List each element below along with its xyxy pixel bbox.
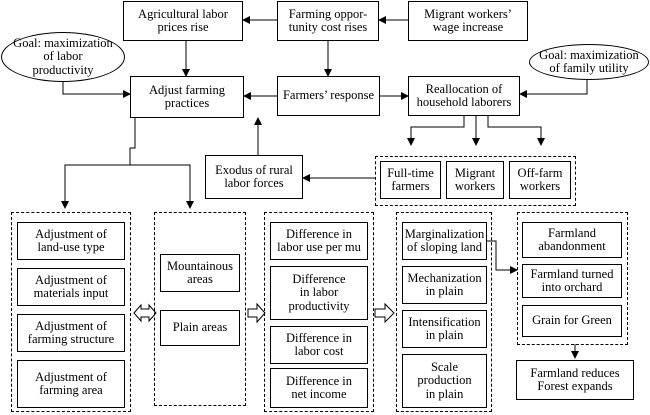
node-adjust-land-use: Adjustment of land-use type (17, 222, 125, 260)
node-adjust-materials: Adjustment of materials input (17, 268, 125, 306)
arrow-adjust-to-groups (61, 118, 136, 209)
node-farmland-orchard: Farmland turned into orchard (522, 264, 622, 298)
group-worker-types (375, 156, 576, 206)
group-adjustments (11, 212, 131, 412)
node-full-time-farmers: Full-time farmers (380, 161, 441, 199)
node-forest-expands: Farmland reduces Forest expands (516, 360, 634, 400)
node-marginalization: Marginalization of sloping land (402, 222, 487, 260)
arrow-reallocation-to-offfarm (487, 115, 545, 146)
node-goal-family-utility: Goal: maximization of family utility (529, 44, 649, 80)
block-arrow-1 (247, 302, 266, 324)
node-migrant-workers: Migrant workers (446, 161, 504, 199)
node-plain-areas: Plain areas (160, 310, 240, 346)
node-farmland-abandonment: Farmland abandonment (522, 222, 622, 258)
node-farmers-response: Farmers’ response (277, 76, 380, 116)
node-agricultural-labor-prices: Agricultural labor prices rise (123, 1, 243, 41)
arrow-reallocation-to-fulltime (407, 115, 465, 146)
node-diff-productivity: Difference in labor productivity (270, 266, 368, 320)
block-arrow-2 (374, 302, 395, 324)
node-adjust-area: Adjustment of farming area (17, 360, 125, 408)
double-block-arrow (133, 303, 157, 323)
group-land-outcomes (517, 212, 628, 345)
node-exodus: Exodus of rural labor forces (205, 155, 303, 199)
node-mechanization: Mechanization in plain (402, 266, 487, 304)
node-diff-labor-cost: Difference in labor cost (270, 326, 368, 364)
arrow-goal-labor-to-adjust (62, 80, 131, 98)
node-intensification: Intensification in plain (402, 310, 487, 348)
node-migrant-wage: Migrant workers’ wage increase (408, 1, 528, 41)
node-off-farm-workers: Off-farm workers (509, 161, 571, 199)
group-terrain (154, 212, 246, 406)
group-differences (264, 212, 374, 412)
node-diff-net-income: Difference in net income (270, 368, 368, 408)
node-mountainous-areas: Mountainous areas (160, 254, 240, 292)
node-opportunity-cost: Farming oppor- tunity cost rises (277, 1, 379, 41)
arrow-goal-family-to-reallocation (519, 78, 588, 98)
group-plain-outcomes (396, 212, 492, 412)
node-scale-production: Scale production in plain (402, 354, 487, 408)
arrow-adjust-to-terrain (130, 164, 194, 209)
node-goal-labor-productivity: Goal: maximization of labor productivity (1, 32, 125, 82)
node-grain-for-green: Grain for Green (522, 305, 622, 337)
node-reallocation: Reallocation of household laborers (408, 76, 520, 116)
node-adjust-farming-practices: Adjust farming practices (130, 76, 244, 118)
node-adjust-structure: Adjustment of farming structure (17, 314, 125, 352)
node-diff-labor-use: Difference in labor use per mu (270, 222, 368, 260)
